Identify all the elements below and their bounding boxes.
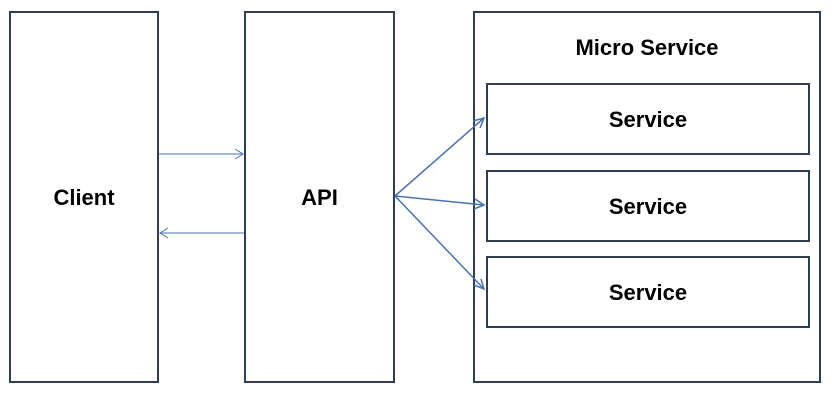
- service-label-1: Service: [608, 107, 688, 132]
- service-box-2: Service: [486, 170, 810, 242]
- arrow-api-to-service-1: [394, 117, 485, 197]
- arrowhead-client-to-api: [234, 148, 244, 160]
- micro-service-title: Micro Service: [575, 35, 719, 60]
- service-box-3: Service: [486, 256, 810, 328]
- api-box: API: [244, 11, 395, 383]
- service-box-1: Service: [486, 83, 810, 155]
- arrowhead-api-to-client: [159, 227, 169, 239]
- api-label: API: [301, 185, 338, 210]
- service-label-2: Service: [608, 194, 688, 219]
- micro-service-container: Micro Service Service Service Service: [473, 11, 821, 383]
- client-box: Client: [9, 11, 159, 383]
- arrow-api-to-service-2: [394, 195, 485, 206]
- arrow-api-to-service-3: [394, 195, 485, 290]
- service-label-3: Service: [608, 280, 688, 305]
- client-label: Client: [53, 185, 115, 210]
